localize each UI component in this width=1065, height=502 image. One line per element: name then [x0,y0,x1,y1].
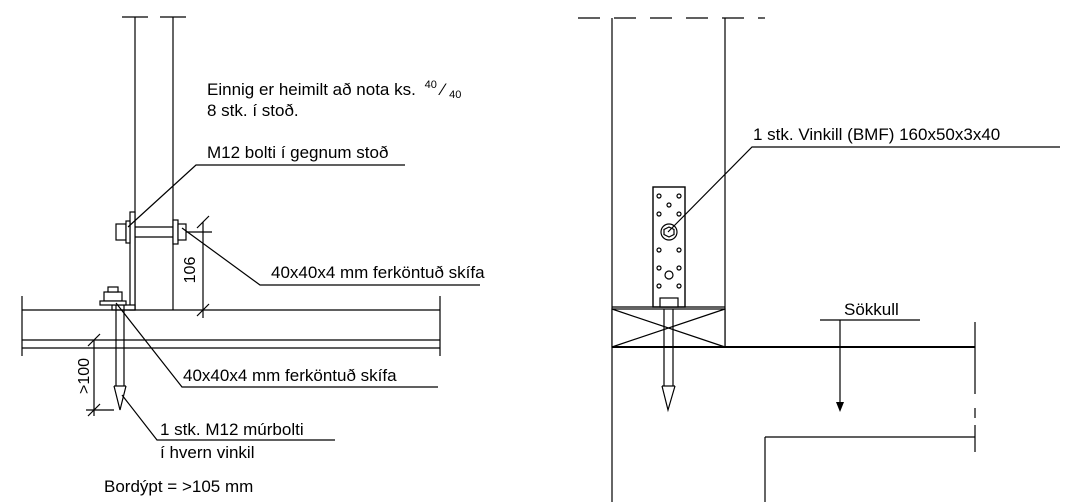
leader-bolt [127,164,405,228]
plinth-label: Sökkull [844,300,899,319]
anchor-label-line-1: 1 stk. M12 múrbolti [160,420,304,439]
note-line-1: Einnig er heimilt að nota ks. 40 ⁄ 40 [207,73,461,101]
washer-label-upper: 40x40x4 mm ferköntuð skífa [271,263,485,282]
washer-label-lower: 40x40x4 mm ferköntuð skífa [183,366,397,385]
slab-depth-label: Bordýpt = >105 mm [104,477,253,496]
anchor-label-line-2: í hvern vinkil [160,443,254,462]
through-bolt [115,219,187,245]
right-detail: Sökkull 1 stk. Vinkill (BMF) 160x50x3x40 [578,17,1060,502]
plinth-arrow-head [836,402,844,412]
bolt-label: M12 bolti í gegnum stoð [207,143,388,162]
dim-100-text: >100 [76,358,93,394]
dimension-100 [86,333,114,417]
foundation [612,322,976,502]
dim-106-text: 106 [182,257,199,284]
angle-label: 1 stk. Vinkill (BMF) 160x50x3x40 [753,125,1000,144]
note-line-2: 8 stk. í stoð. [207,101,299,120]
angle-plate-vertical [129,211,136,311]
left-detail: 106 >100 Einnig er heimilt að nota ks. 4… [21,16,485,496]
leader-anchor [121,394,335,441]
leader-washer-upper [181,227,480,286]
dimension-106 [186,215,212,318]
leader-angle [667,146,1060,233]
bmf-angle-bracket [652,186,686,308]
anchor-bolt-head [99,286,127,306]
anchor-bolt-shaft [113,305,127,411]
leader-washer-lower [115,302,438,388]
sill-plate [611,306,726,348]
